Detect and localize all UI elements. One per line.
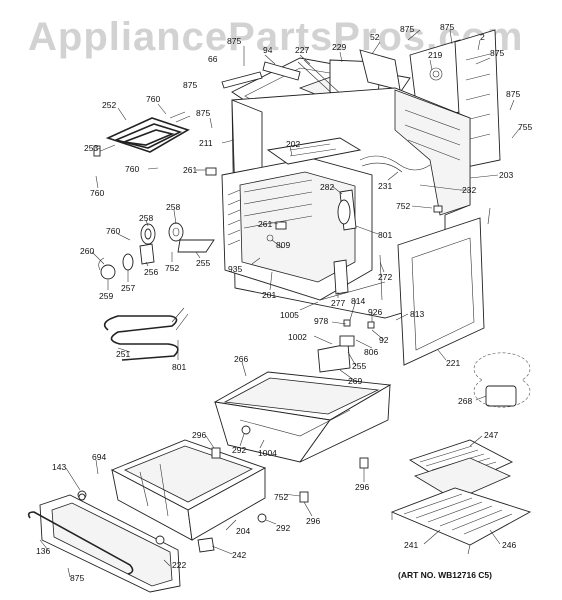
label-282: 282	[320, 182, 334, 192]
label-266: 266	[234, 354, 248, 364]
label-229: 229	[332, 42, 346, 52]
label-1005: 1005	[280, 310, 299, 320]
label-258a: 258	[139, 213, 153, 223]
label-813: 813	[410, 309, 424, 319]
label-760b: 760	[125, 164, 139, 174]
label-251: 251	[116, 349, 130, 359]
label-255a: 255	[196, 258, 210, 268]
label-242: 242	[232, 550, 246, 560]
label-806: 806	[364, 347, 378, 357]
label-1002: 1002	[288, 332, 307, 342]
label-875e: 875	[506, 89, 520, 99]
label-143: 143	[52, 462, 66, 472]
label-292a: 292	[232, 445, 246, 455]
label-261a: 261	[183, 165, 197, 175]
label-875b: 875	[400, 24, 414, 34]
label-204: 204	[236, 526, 250, 536]
label-222: 222	[172, 560, 186, 570]
label-252: 252	[102, 100, 116, 110]
label-752c: 752	[274, 492, 288, 502]
label-201: 201	[262, 290, 276, 300]
label-232: 232	[462, 185, 476, 195]
label-255b: 255	[352, 361, 366, 371]
label-296a: 296	[192, 430, 206, 440]
drawer-frame-266	[213, 335, 392, 463]
label-253: 253	[84, 143, 98, 153]
label-1004: 1004	[258, 448, 277, 458]
label-211: 211	[199, 138, 213, 148]
label-219: 219	[428, 50, 442, 60]
label-272: 272	[378, 272, 392, 282]
label-809: 809	[276, 240, 290, 250]
label-875d: 875	[490, 48, 504, 58]
label-277: 277	[331, 298, 345, 308]
label-231: 231	[378, 181, 392, 191]
label-814: 814	[351, 296, 365, 306]
label-760c: 760	[90, 188, 104, 198]
label-296c: 296	[306, 516, 320, 526]
label-66: 66	[208, 54, 218, 64]
label-246: 246	[502, 540, 516, 550]
art-number: (ART NO. WB12716 C5)	[398, 570, 492, 580]
label-202: 202	[286, 139, 300, 149]
warming-drawer-204	[110, 439, 267, 541]
label-258b: 258	[166, 202, 180, 212]
element-parts-255-260	[98, 222, 215, 280]
label-203: 203	[499, 170, 513, 180]
label-801a: 801	[378, 230, 392, 240]
label-755: 755	[518, 122, 532, 132]
label-269: 269	[348, 376, 362, 386]
label-875g: 875	[196, 108, 210, 118]
bake-element-251	[103, 307, 189, 361]
label-261b: 261	[258, 219, 272, 229]
leader-lines	[39, 29, 521, 578]
label-94: 94	[263, 45, 273, 55]
label-926: 926	[368, 307, 382, 317]
label-935: 935	[228, 264, 242, 274]
label-875c: 875	[440, 22, 454, 32]
label-247: 247	[484, 430, 498, 440]
label-875f: 875	[183, 80, 197, 90]
label-256: 256	[144, 267, 158, 277]
label-801b: 801	[172, 362, 186, 372]
label-241: 241	[404, 540, 418, 550]
broil-element-252	[93, 111, 191, 157]
side-panel-221	[397, 217, 485, 366]
label-260: 260	[80, 246, 94, 256]
label-2: 2	[480, 32, 485, 42]
label-259: 259	[99, 291, 113, 301]
label-92: 92	[379, 335, 389, 345]
label-136: 136	[36, 546, 50, 556]
label-760a: 760	[146, 94, 160, 104]
small-fasteners	[78, 167, 443, 523]
label-268: 268	[458, 396, 472, 406]
oven-racks	[390, 352, 532, 555]
label-296b: 296	[355, 482, 369, 492]
part-number-labels: 875 875 875 875 875 875 875 52 219 2 94 …	[36, 22, 532, 583]
label-52: 52	[370, 32, 380, 42]
label-221: 221	[446, 358, 460, 368]
label-292b: 292	[276, 523, 290, 533]
label-257: 257	[121, 283, 135, 293]
label-760d: 760	[106, 226, 120, 236]
label-752b: 752	[165, 263, 179, 273]
label-875h: 875	[70, 573, 84, 583]
label-875a: 875	[227, 36, 241, 46]
label-752a: 752	[396, 201, 410, 211]
label-694: 694	[92, 452, 106, 462]
label-227: 227	[295, 45, 309, 55]
label-978: 978	[314, 316, 328, 326]
